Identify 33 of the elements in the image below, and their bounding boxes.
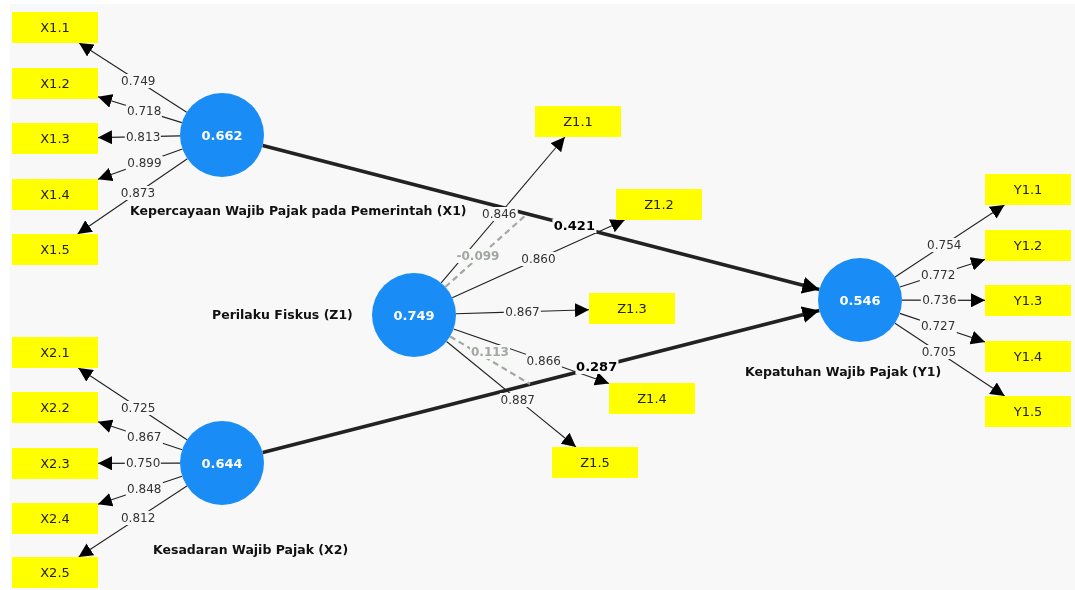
outer-loading: 0.727 bbox=[919, 319, 957, 334]
indicator-box: X2.1 bbox=[12, 337, 98, 368]
path-coefficient: 0.287 bbox=[575, 360, 619, 375]
indicator-box: Z1.5 bbox=[552, 447, 638, 478]
moderation-coefficient: 0.113 bbox=[470, 345, 510, 359]
indicator-box: Z1.4 bbox=[609, 383, 695, 414]
indicator-box: Y1.5 bbox=[985, 396, 1071, 427]
indicator-box: X1.1 bbox=[12, 12, 98, 43]
indicator-box: Y1.3 bbox=[985, 285, 1071, 316]
construct-name: Perilaku Fiskus (Z1) bbox=[212, 307, 353, 322]
outer-loading: 0.867 bbox=[126, 430, 163, 445]
indicator-box: X1.3 bbox=[12, 123, 98, 154]
construct-name: Kepatuhan Wajib Pajak (Y1) bbox=[745, 364, 942, 379]
outer-loading: 0.846 bbox=[481, 207, 518, 222]
indicator-box: X1.4 bbox=[12, 179, 98, 210]
indicator-box: Y1.4 bbox=[985, 341, 1071, 372]
indicator-box: X1.2 bbox=[12, 68, 98, 99]
outer-loading: 0.749 bbox=[120, 74, 157, 89]
construct-name: Kepercayaan Wajib Pajak pada Pemerintah (X1) bbox=[130, 203, 467, 218]
indicator-box: Z1.3 bbox=[589, 293, 675, 324]
indicator-box: Y1.1 bbox=[985, 174, 1071, 205]
construct-name: Kesadaran Wajib Pajak (X2) bbox=[153, 542, 349, 557]
indicator-box: Z1.2 bbox=[616, 189, 702, 220]
indicator-box: Z1.1 bbox=[535, 106, 621, 137]
indicator-box: X2.2 bbox=[12, 392, 98, 423]
indicator-box: X2.4 bbox=[12, 503, 98, 534]
indicator-box: X1.5 bbox=[12, 234, 98, 265]
moderation-coefficient: -0.099 bbox=[455, 249, 501, 263]
indicator-box: Y1.2 bbox=[985, 230, 1071, 261]
outer-loading: 0.705 bbox=[920, 345, 957, 360]
indicator-box: X2.3 bbox=[12, 448, 98, 479]
path-coefficient: 0.421 bbox=[552, 219, 596, 234]
indicator-box: X2.5 bbox=[12, 557, 98, 588]
